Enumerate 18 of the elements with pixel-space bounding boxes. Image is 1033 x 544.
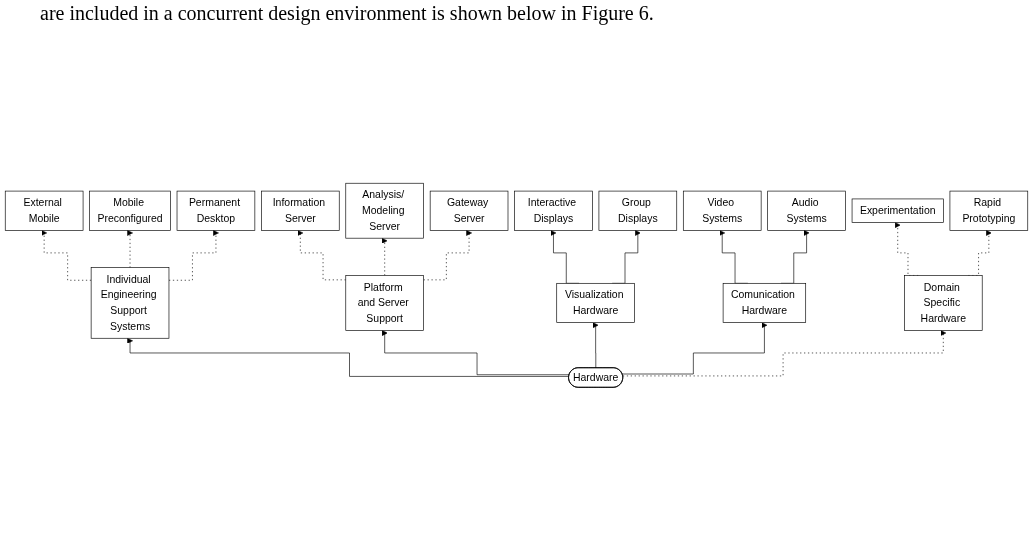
node-box: Group Displays (598, 190, 678, 231)
node-box: Permanent Desktop (176, 190, 256, 231)
node-box: Rapid Prototyping (949, 190, 1029, 231)
node-box: Platform and Server Support (345, 274, 424, 331)
node-box: Experimentation (851, 198, 944, 223)
node-box: Domain Specific Hardware (904, 274, 983, 331)
node-box: Gateway Server (429, 190, 509, 231)
node-box: External Mobile (4, 190, 84, 231)
node-box: Video Systems (682, 190, 762, 231)
node-box: Information Server (261, 190, 340, 231)
node-box: Analysis/ Modeling Server (345, 182, 424, 239)
node-box: Comunication Hardware (722, 282, 807, 323)
caption-text: are included in a concurrent design environment is shown below in Figure 6. (40, 2, 654, 24)
node-box: Mobile Preconfigured (89, 190, 171, 231)
node-box: Interactive Displays (514, 190, 593, 231)
node-box: Audio Systems (767, 190, 846, 231)
node-box: Individual Engineering Support Systems (90, 267, 170, 339)
node-box: Visualization Hardware (556, 282, 635, 323)
